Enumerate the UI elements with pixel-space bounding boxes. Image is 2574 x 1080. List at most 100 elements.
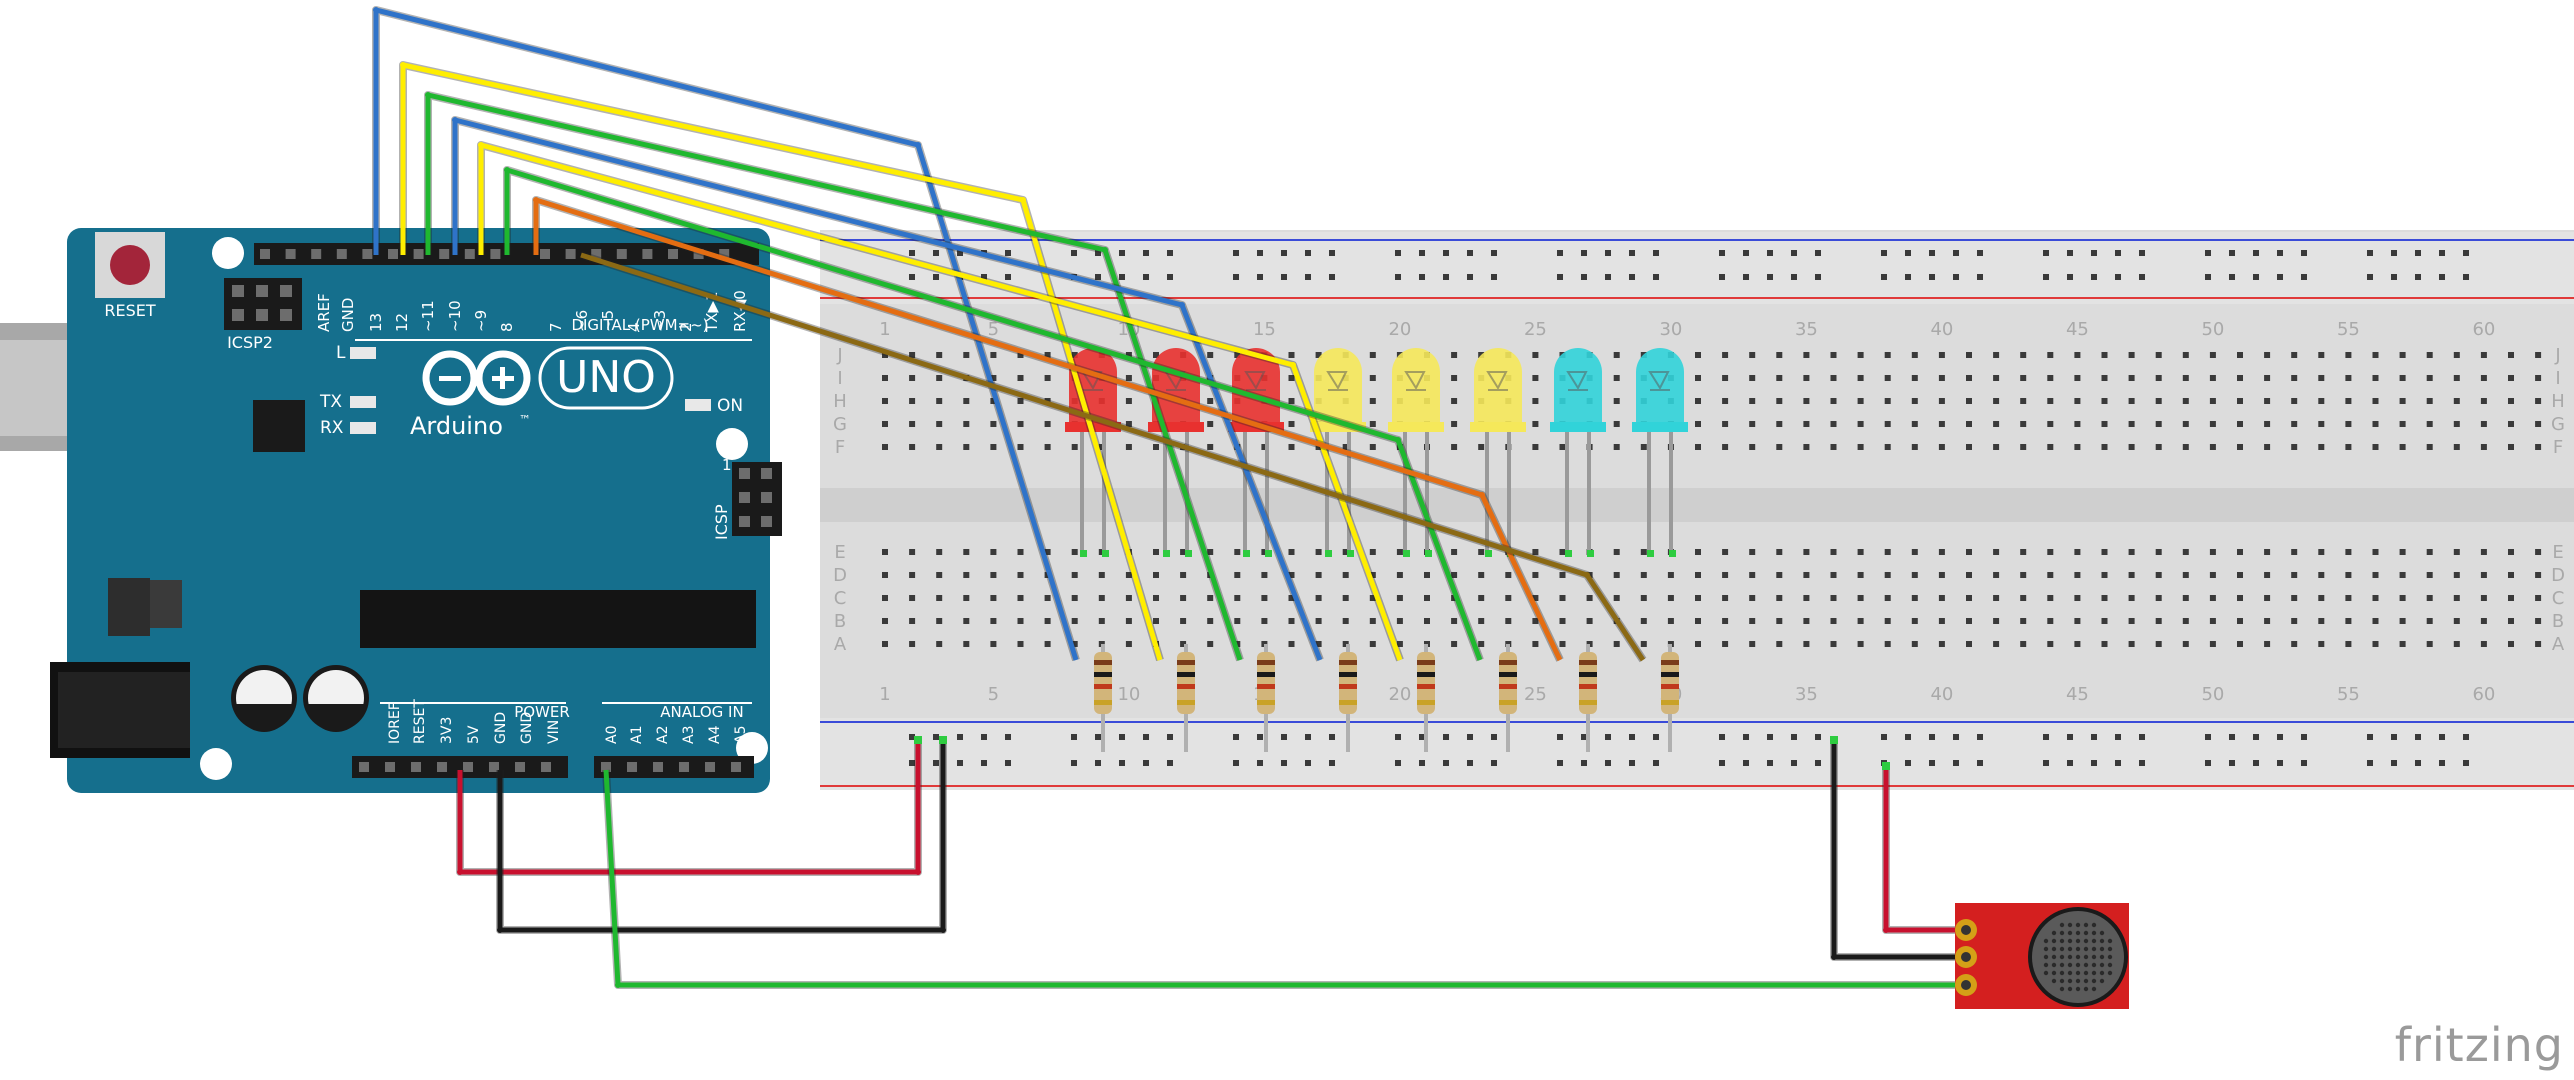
terminal-hole [2318,375,2325,381]
terminal-hole [1938,352,1945,358]
terminal-hole [2291,572,2298,578]
terminal-hole [1993,549,2000,555]
terminal-hole [1505,595,1512,601]
terminal-hole [2264,444,2271,450]
rail-hole [1305,250,1311,256]
rail-hole [1653,734,1659,740]
rail-hole [2091,734,2097,740]
terminal-hole [1911,421,1918,427]
rail-hole [2091,760,2097,766]
terminal-hole [963,444,970,450]
terminal-hole [1776,572,1783,578]
mic-mesh-dot [2099,962,2105,968]
led-label: L [336,343,346,363]
terminal-hole [2020,398,2027,404]
row-letter: B [834,611,846,632]
column-number: 60 [2472,684,2495,705]
terminal-hole [1125,595,1132,601]
terminal-hole [2182,618,2189,624]
digital-pin-label: 4 [625,322,643,332]
terminal-hole [1830,572,1837,578]
rail-hole [2229,250,2235,256]
rail-hole [1419,250,1425,256]
terminal-hole [1288,618,1295,624]
terminal-hole [1342,618,1349,624]
terminal-hole [2264,375,2271,381]
led-pin-marker [1647,550,1654,557]
rail-hole [2415,760,2421,766]
terminal-hole [2209,595,2216,601]
terminal-hole [1071,444,1078,450]
terminal-hole [2399,618,2406,624]
terminal-hole [1993,572,2000,578]
rail-hole [1905,250,1911,256]
terminal-hole [2209,375,2216,381]
rail-hole [2253,250,2259,256]
digital-pin-label: ~5 [599,310,617,332]
terminal-hole [2480,421,2487,427]
terminal-hole [2020,595,2027,601]
rail-hole [1143,250,1149,256]
terminal-hole [2128,618,2135,624]
rail-hole [1977,250,1983,256]
terminal-hole [1803,375,1810,381]
terminal-hole [882,595,888,601]
digital-pin-label: ~11 [419,300,437,332]
terminal-hole [1640,618,1647,624]
terminal-hole [2372,572,2379,578]
header-pin [693,249,704,259]
terminal-hole [936,572,943,578]
terminal-hole [2372,444,2379,450]
terminal-hole [1993,444,2000,450]
terminal-hole [882,572,888,578]
terminal-hole [1966,549,1972,555]
power-pin-label: RESET [412,699,428,744]
rail-hole [1095,274,1101,280]
rail-hole [1257,274,1263,280]
logo-text: Arduino [410,412,503,440]
rail-hole [2043,760,2049,766]
rail-hole [1605,250,1611,256]
terminal-hole [1315,444,1322,450]
terminal-hole [2480,595,2487,601]
terminal-hole [1966,398,1972,404]
terminal-hole [1044,352,1051,358]
rail-hole [1653,760,1659,766]
mic-mesh-dot [2091,930,2097,936]
header-pin [679,762,689,772]
terminal-hole [1125,421,1132,427]
terminal-hole [1315,352,1322,358]
digital-pin-label: 13 [367,313,385,332]
rail-hole [1257,734,1263,740]
terminal-hole [2020,375,2027,381]
terminal-hole [2291,618,2298,624]
terminal-hole [1776,549,1783,555]
terminal-hole [1884,549,1891,555]
row-letter: J [2554,345,2560,366]
mic-mesh-dot [2059,922,2065,928]
terminal-hole [1613,421,1620,427]
terminal-hole [1722,641,1729,647]
reset-label: RESET [104,301,155,320]
terminal-hole [2399,641,2406,647]
rail-hole [1977,734,1983,740]
header-pin [739,516,750,527]
terminal-hole [2318,444,2325,450]
terminal-hole [1044,375,1051,381]
rail-hole [1395,760,1401,766]
terminal-hole [1966,572,1972,578]
rail-hole [2091,250,2097,256]
terminal-hole [2291,549,2298,555]
resistor-band [1661,660,1679,665]
rail-hole [1071,734,1077,740]
logo-minus [439,376,461,381]
terminal-hole [1342,572,1349,578]
terminal-hole [990,444,997,450]
terminal-hole [882,549,888,555]
terminal-hole [2399,444,2406,450]
terminal-hole [2128,572,2135,578]
terminal-hole [1369,444,1376,450]
rail-hole [1071,760,1077,766]
rail-hole [2205,760,2211,766]
terminal-hole [2264,421,2271,427]
